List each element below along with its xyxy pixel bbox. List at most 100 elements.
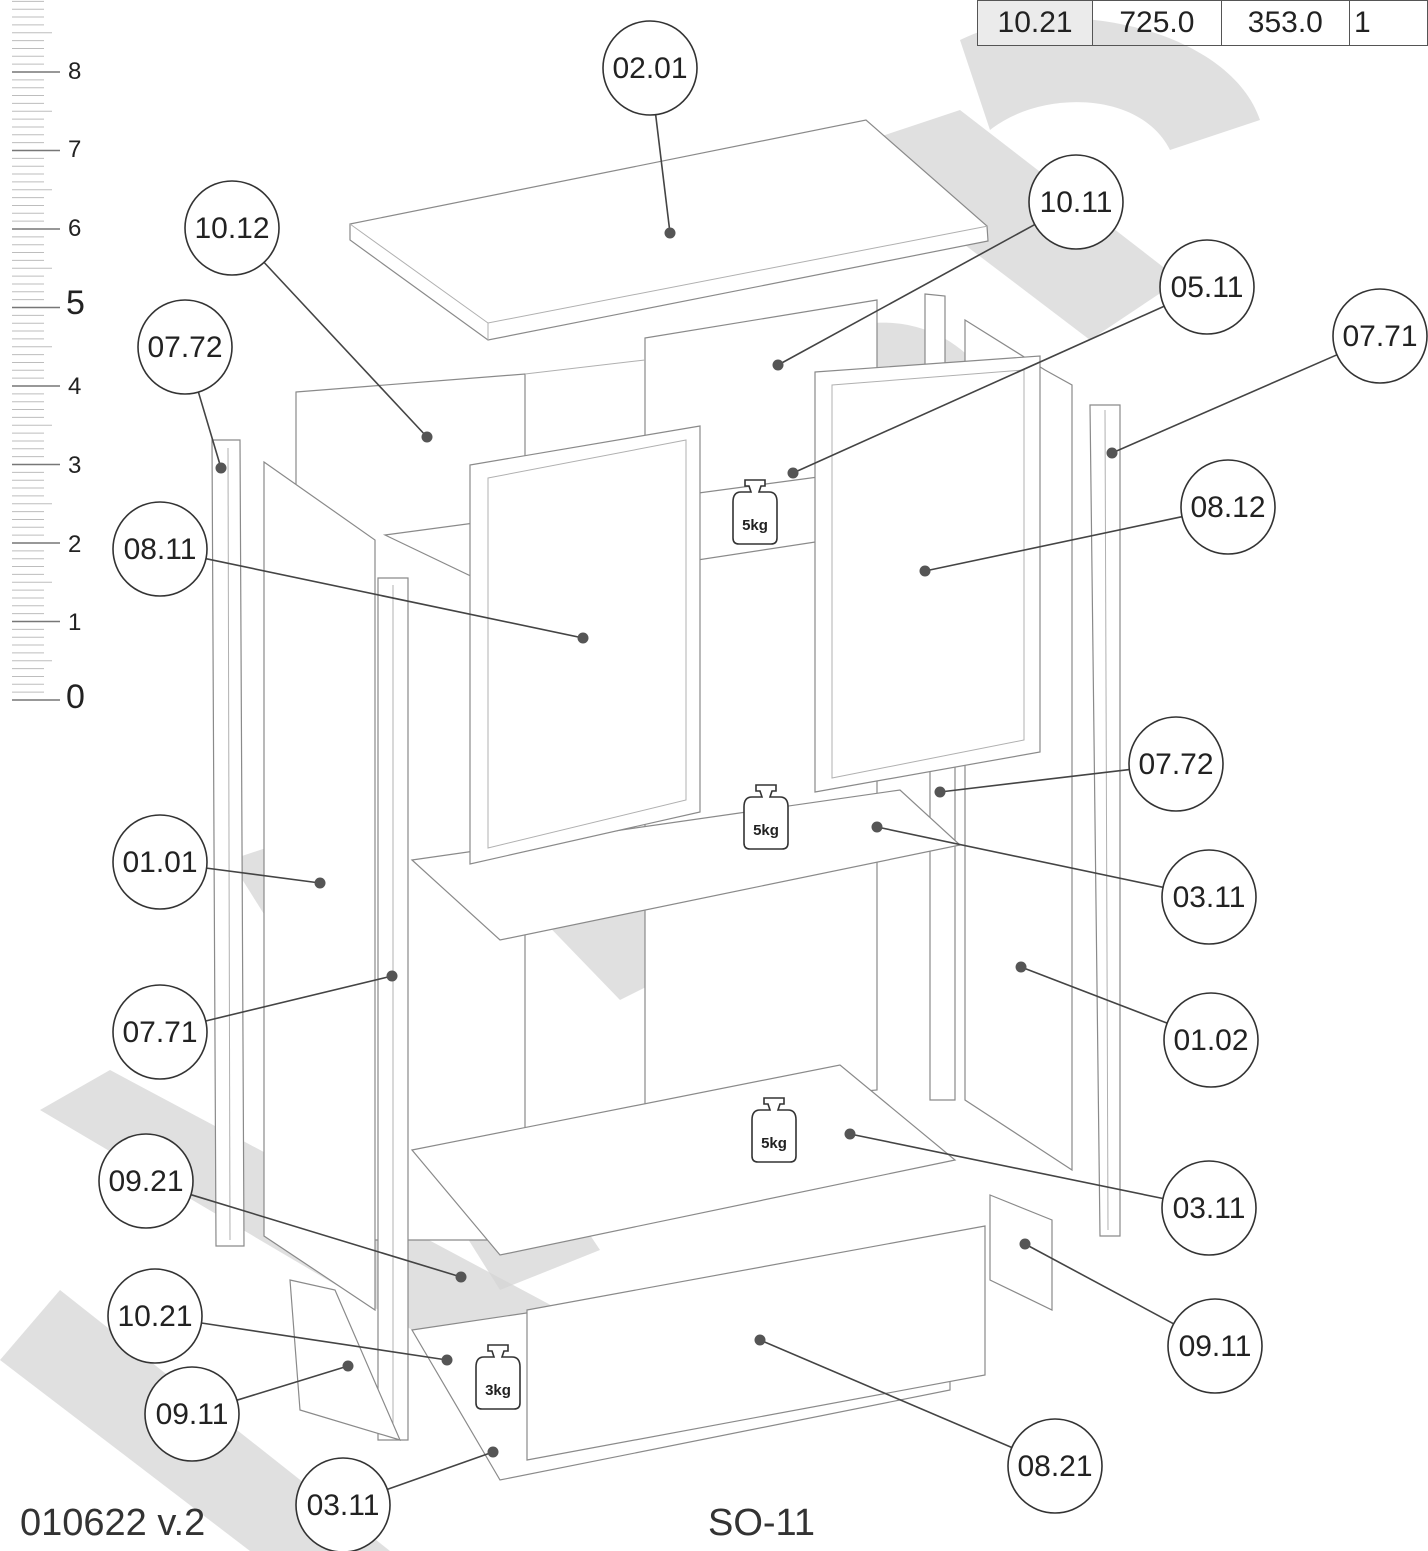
table-cell: 725.0: [1092, 0, 1222, 46]
callout-anchor-dot: [577, 632, 589, 644]
callout-anchor-dot: [844, 1128, 856, 1140]
callout-anchor-dot: [386, 970, 398, 982]
callout-circle: [112, 984, 208, 1080]
callout-circle: [1161, 849, 1257, 945]
callout-label: 03.11: [1173, 881, 1246, 914]
callout-label: 10.12: [194, 212, 269, 245]
scale-label-2: 2: [68, 531, 81, 558]
callout-label: 07.72: [147, 331, 222, 364]
callout-label: 08.12: [1190, 491, 1265, 524]
callout-label: 09.11: [1179, 1330, 1252, 1363]
callout-circle: [1332, 288, 1428, 384]
callout-leader: [236, 1365, 349, 1401]
callout-leader: [792, 305, 1165, 474]
callout-circle: [112, 501, 208, 597]
callout-circle: [184, 180, 280, 276]
part-callout: 10.11: [772, 154, 1124, 371]
part-callout: 01.02: [1015, 961, 1259, 1088]
callout-anchor-dot: [772, 359, 784, 371]
part-callout: 02.01: [602, 20, 698, 239]
part-callout: 08.12: [919, 459, 1276, 577]
parts-table: 10.21 725.0 353.0 1: [976, 0, 1428, 46]
callout-anchor-dot: [919, 565, 931, 577]
callout-circle: [1161, 1160, 1257, 1256]
part-callout: 10.12: [184, 180, 433, 443]
part-callout: 10.21: [107, 1268, 453, 1366]
callout-anchor-dot: [871, 821, 883, 833]
callout-leader: [205, 557, 584, 639]
weight-icon: 5kg: [743, 784, 789, 850]
callout-label: 02.01: [612, 52, 687, 85]
callout-leader: [201, 1322, 448, 1361]
weight-icon: 5kg: [751, 1097, 797, 1163]
part-callout: 03.11: [871, 821, 1257, 945]
callout-anchor-dot: [934, 786, 946, 798]
callout-anchor-dot: [1019, 1238, 1031, 1250]
callout-anchor-dot: [754, 1334, 766, 1346]
part-callout: 03.11: [844, 1128, 1257, 1256]
callout-anchor-dot: [1106, 447, 1118, 459]
callout-circle: [295, 1457, 391, 1551]
callout-anchor-dot: [441, 1354, 453, 1366]
scale-ruler: 8 7 6 5 4 3 2 1 0: [12, 0, 85, 716]
part-callout: 07.72: [137, 299, 233, 474]
callout-anchor-dot: [342, 1360, 354, 1372]
callout-label: 03.11: [307, 1489, 380, 1522]
callout-anchor-dot: [314, 877, 326, 889]
callout-leader: [849, 1133, 1164, 1200]
callout-circle: [1163, 992, 1259, 1088]
callout-anchor-dot: [421, 431, 433, 443]
callout-circle: [137, 299, 233, 395]
part-callout: 09.11: [144, 1360, 354, 1462]
callout-label: 10.21: [117, 1300, 192, 1333]
weight-label: 5kg: [761, 1135, 787, 1152]
callout-leader: [263, 261, 428, 438]
callout-label: 10.11: [1040, 186, 1113, 219]
callout-label: 08.11: [124, 533, 197, 566]
callout-circle: [1180, 459, 1276, 555]
callout-circle: [602, 20, 698, 116]
callout-anchor-dot: [1015, 961, 1027, 973]
callout-anchor-dot: [487, 1446, 499, 1458]
weight-shape: [751, 1097, 797, 1163]
callout-leader: [190, 1193, 462, 1278]
callout-leader: [206, 867, 321, 884]
table-row: 10.21 725.0 353.0 1: [976, 0, 1428, 46]
part-callout: 09.11: [1019, 1238, 1263, 1394]
callout-label: 07.71: [1342, 320, 1417, 353]
callout-circle: [98, 1133, 194, 1229]
callout-label: 08.21: [1017, 1450, 1092, 1483]
callout-leader: [924, 515, 1183, 572]
callout-circle: [1159, 239, 1255, 335]
table-cell: 353.0: [1220, 0, 1351, 46]
callout-label: 07.71: [122, 1016, 197, 1049]
callout-circle: [112, 814, 208, 910]
callout-circle: [1007, 1418, 1103, 1514]
left-door: [469, 425, 701, 865]
callout-leader: [654, 114, 671, 234]
scale-label-3: 3: [68, 452, 81, 479]
part-callout: 05.11: [787, 239, 1255, 479]
callout-leader: [1024, 1243, 1174, 1325]
callout-leader: [1020, 966, 1168, 1024]
callout-anchor-dot: [664, 227, 676, 239]
callout-label: 03.11: [1173, 1192, 1246, 1225]
scale-label-6: 6: [68, 215, 81, 242]
part-callout: 09.21: [98, 1133, 467, 1283]
callout-anchor-dot: [215, 462, 227, 474]
callout-anchor-dot: [787, 467, 799, 479]
weight-icon: 5kg: [732, 479, 778, 545]
callout-leader: [777, 223, 1036, 366]
callout-leader: [205, 975, 393, 1022]
table-cell: 10.21: [976, 0, 1094, 46]
callout-anchor-dot: [455, 1271, 467, 1283]
model-code: SO-11: [708, 1502, 816, 1544]
callout-circle: [107, 1268, 203, 1364]
weight-icon: 3kg: [475, 1344, 521, 1410]
callout-label: 01.02: [1173, 1024, 1248, 1057]
weight-shape: [475, 1344, 521, 1410]
weight-shape: [743, 784, 789, 850]
part-callout: 07.71: [112, 970, 398, 1080]
callout-leader: [939, 768, 1130, 793]
